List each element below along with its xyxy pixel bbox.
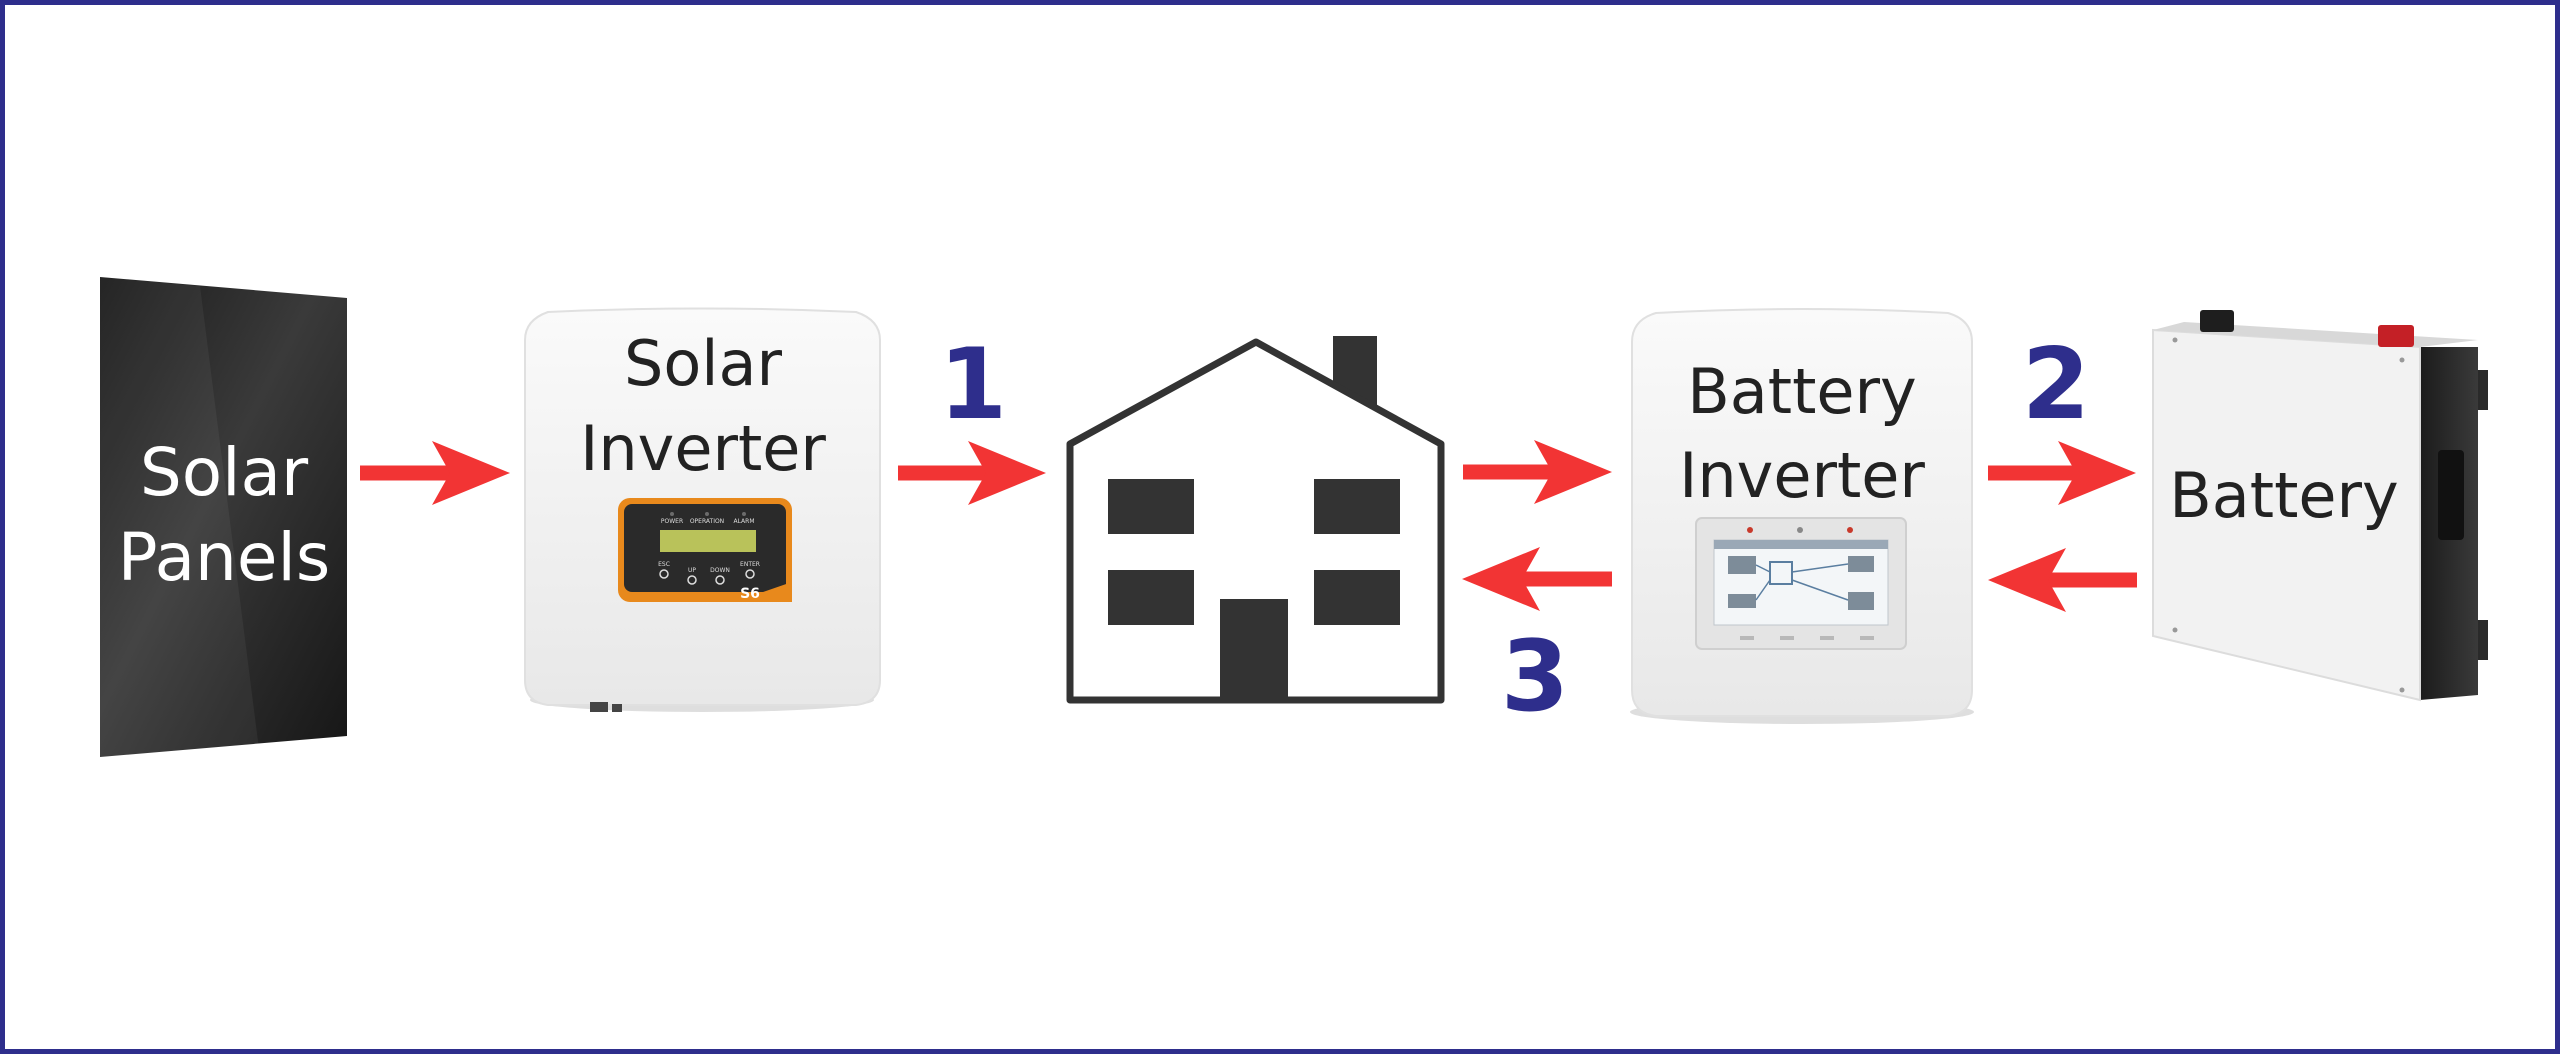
flow-number-2: 2 <box>2022 328 2090 442</box>
battery-label: Battery <box>2169 459 2398 532</box>
up-button-icon <box>687 575 697 585</box>
house-window-bottom-left <box>1108 570 1194 625</box>
arrow-battery-to-battery-inverter <box>1988 548 2137 612</box>
battery-terminal-positive <box>2378 325 2414 347</box>
house-icon <box>1066 336 1445 704</box>
esc-button-icon <box>659 569 669 579</box>
house-window-top-right <box>1314 479 1400 534</box>
battery: Battery <box>2152 310 2488 702</box>
led-label-power: POWER <box>661 518 683 525</box>
house-window-bottom-right <box>1314 570 1400 625</box>
flow-number-1: 1 <box>939 328 1007 442</box>
house-door <box>1220 599 1288 700</box>
arrow-battery-inverter-to-battery <box>1988 441 2136 505</box>
button-label-up: UP <box>688 567 696 574</box>
arrow-inverter-to-house <box>898 441 1046 505</box>
solar-inverter-label-line1: Solar <box>624 327 783 400</box>
touchscreen-display <box>1695 517 1907 650</box>
inverter-display-panel: POWER OPERATION ALARM ESC UP DOWN ENTER … <box>618 498 792 602</box>
inverter-brand-logo: S6 <box>740 586 760 602</box>
flow-number-3: 3 <box>1501 620 1569 734</box>
button-label-down: DOWN <box>710 567 730 574</box>
led-label-alarm: ALARM <box>733 518 754 525</box>
arrow-battery-inverter-to-house <box>1462 547 1612 611</box>
house-window-top-left <box>1108 479 1194 534</box>
battery-terminal-negative <box>2200 310 2234 332</box>
solar-panels-label-line1: Solar <box>140 434 309 511</box>
solar-panels-label-line2: Panels <box>118 519 330 596</box>
button-label-esc: ESC <box>658 561 670 568</box>
solar-panel: Solar Panels <box>100 277 347 757</box>
solar-inverter-label-line2: Inverter <box>580 412 826 485</box>
battery-inverter-label-line2: Inverter <box>1679 439 1925 512</box>
button-label-enter: ENTER <box>740 561 760 568</box>
arrow-house-to-battery-inverter <box>1463 440 1612 504</box>
solar-inverter: Solar Inverter POWER OPERATION ALARM ESC… <box>524 307 881 712</box>
down-button-icon <box>715 575 725 585</box>
battery-inverter-label-line1: Battery <box>1687 355 1916 428</box>
battery-inverter: Battery Inverter <box>1630 308 1974 724</box>
enter-button-icon <box>745 569 755 579</box>
led-label-operation: OPERATION <box>690 518 724 525</box>
arrow-panels-to-inverter <box>360 441 510 505</box>
